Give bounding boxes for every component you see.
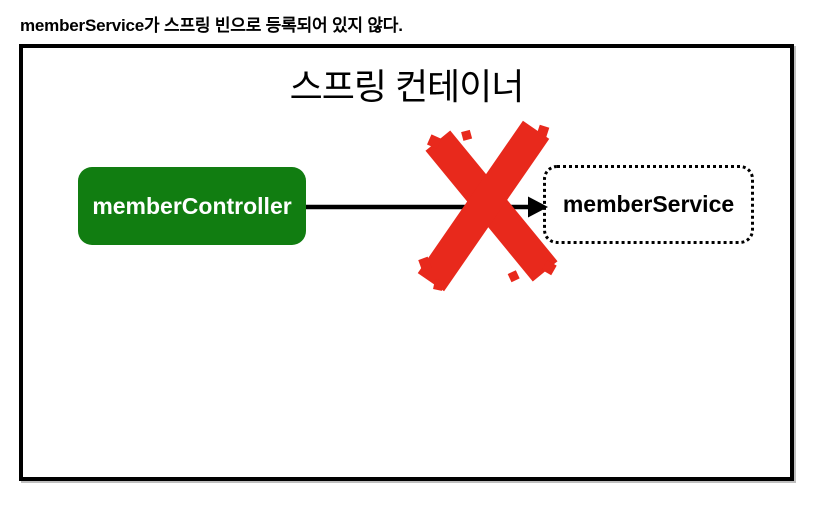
spring-container-box [19, 44, 794, 481]
node-member-service: memberService [543, 165, 754, 244]
page-heading: memberService가 스프링 빈으로 등록되어 있지 않다. [20, 16, 403, 35]
node-member-service-label: memberService [562, 191, 735, 217]
spring-container-title: 스프링 컨테이너 [289, 66, 525, 107]
node-member-controller: memberController [78, 167, 306, 245]
node-member-controller-label: memberController [92, 192, 292, 219]
